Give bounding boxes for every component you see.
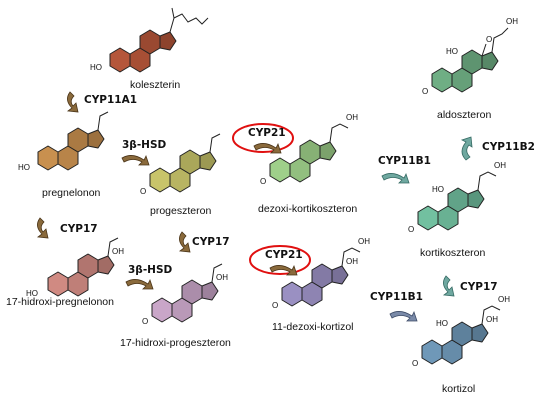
steroid-ring	[199, 151, 217, 171]
enzyme-3b-hsd-1: 3β-HSD	[122, 139, 167, 151]
curved-arrow	[253, 142, 282, 154]
label-progeszteron: progeszteron	[150, 205, 211, 217]
atom-label: OH	[216, 273, 228, 282]
curved-arrow	[460, 136, 473, 161]
steroid-ring	[201, 281, 219, 301]
atom-label: O	[422, 87, 428, 96]
enzyme-cyp11b1-1: CYP11B1	[378, 155, 431, 167]
atom-label: OH	[498, 295, 510, 304]
atom-label: O	[412, 359, 418, 368]
atom-label: OH	[506, 17, 518, 26]
molecule-17-hidroxi-progeszteron: O OH	[142, 263, 228, 326]
steroid-ring	[87, 129, 105, 149]
molecule-pregnelonon: HO	[18, 111, 109, 172]
label-11-dezoxi-kortizol: 11-dezoxi-kortizol	[272, 321, 354, 333]
steroid-ring	[97, 255, 115, 275]
atom-label: HO	[446, 47, 458, 56]
curved-arrow	[125, 278, 154, 290]
label-17-hidroxi-pregnelonon: 17-hidroxi-pregnelonon	[6, 296, 114, 308]
atom-label: OH	[494, 161, 506, 170]
atom-label: O	[142, 317, 148, 326]
steroid-ring	[151, 297, 173, 323]
enzyme-cyp21-1: CYP21	[248, 127, 286, 139]
steroid-ring	[269, 157, 291, 183]
atom-label: HO	[90, 63, 102, 72]
steroid-ring	[159, 31, 177, 51]
steroid-ring	[471, 323, 489, 343]
enzyme-cyp11a1: CYP11A1	[84, 94, 137, 106]
label-dezoxi-kortikoszteron: dezoxi-kortikoszteron	[258, 203, 357, 215]
curved-arrow	[389, 310, 418, 322]
highlight-ring	[249, 245, 311, 275]
curved-arrow	[269, 264, 298, 276]
enzyme-cyp11b2: CYP11B2	[482, 141, 535, 153]
atom-label: OH	[346, 113, 358, 122]
curved-arrow	[442, 275, 455, 297]
label-kortizol: kortizol	[442, 383, 475, 395]
steroid-ring	[417, 205, 439, 231]
atom-label: HO	[432, 185, 444, 194]
atom-label: HO	[436, 319, 448, 328]
enzyme-cyp21-2: CYP21	[265, 249, 303, 261]
atom-label: HO	[26, 289, 38, 298]
curved-arrow	[36, 217, 49, 239]
steroid-ring	[37, 145, 59, 171]
enzyme-cyp11b1-2: CYP11B1	[370, 291, 423, 303]
atom-label: O	[272, 301, 278, 310]
steroid-ring	[467, 189, 485, 209]
atom-label: O	[140, 187, 146, 196]
label-aldoszteron: aldoszteron	[437, 109, 491, 121]
curved-arrow	[121, 154, 150, 166]
curved-arrow	[66, 91, 79, 113]
steroid-ring	[431, 67, 453, 93]
molecule-kortizol: O OH OH HO	[412, 295, 510, 368]
atom-label: O	[486, 35, 492, 44]
enzyme-3b-hsd-2: 3β-HSD	[128, 264, 173, 276]
curved-arrow	[178, 231, 191, 253]
steroid-ring	[109, 47, 131, 73]
atom-label: OH	[346, 257, 358, 266]
label-17-hidroxi-progeszteron: 17-hidroxi-progeszteron	[120, 337, 231, 349]
label-kortikoszteron: kortikoszteron	[420, 247, 486, 259]
label-pregnelonon: pregnelonon	[42, 187, 101, 199]
enzyme-cyp17-2: CYP17	[192, 236, 230, 248]
atom-label: OH	[112, 247, 124, 256]
steroid-ring	[281, 281, 303, 307]
atom-label: OH	[486, 315, 498, 324]
steroid-ring	[481, 51, 499, 71]
molecule-kortikoszteron: O OH HO	[408, 161, 506, 234]
molecule-koleszterin: HO	[90, 7, 209, 73]
steroid-ring	[421, 339, 443, 365]
enzyme-cyp17-3: CYP17	[460, 281, 498, 293]
molecule-dezoxi-kortikoszteron: O OH	[260, 113, 358, 186]
atom-label: O	[260, 177, 266, 186]
molecule-aldoszteron: O OH HO O	[422, 17, 518, 96]
steroid-ring	[149, 167, 171, 193]
molecule-17-hidroxi-pregnelonon: HO OH	[26, 237, 124, 298]
steroid-ring	[47, 271, 69, 297]
highlight-ring	[232, 123, 294, 153]
molecule-progeszteron: O	[140, 133, 221, 196]
label-koleszterin: koleszterin	[130, 79, 180, 91]
curved-arrow	[381, 172, 410, 184]
atom-label: OH	[358, 237, 370, 246]
steroid-ring	[331, 265, 349, 285]
atom-label: O	[408, 225, 414, 234]
molecule-11-dezoxi-kortizol: O OH OH	[272, 237, 370, 310]
enzyme-cyp17-1: CYP17	[60, 223, 98, 235]
steroid-ring	[319, 141, 337, 161]
atom-label: HO	[18, 163, 30, 172]
